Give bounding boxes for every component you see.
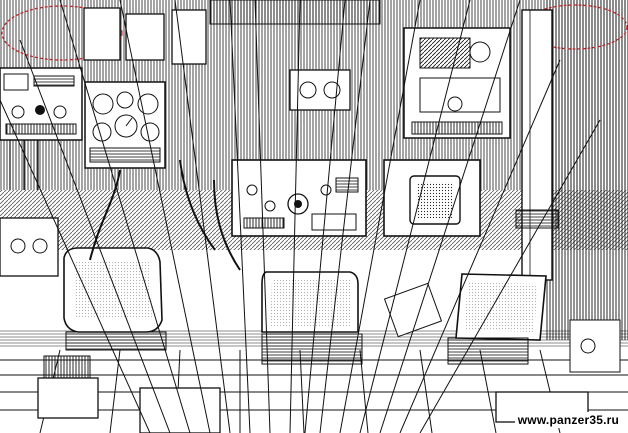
right-pipe <box>515 9 559 281</box>
right-control-box <box>403 27 511 139</box>
cables <box>89 159 241 271</box>
seat-center <box>261 271 363 365</box>
upper-equipment <box>83 0 381 111</box>
radio-panel-left <box>0 67 83 190</box>
watermark-text: www.panzer35.ru <box>514 412 622 428</box>
gauge-panel <box>84 81 166 169</box>
leader-lines <box>0 0 601 433</box>
seat-right <box>447 273 547 365</box>
central-control-panel <box>231 159 367 237</box>
left-wall-box <box>0 217 59 277</box>
monitor-unit <box>383 159 481 237</box>
seat-left <box>63 247 167 351</box>
